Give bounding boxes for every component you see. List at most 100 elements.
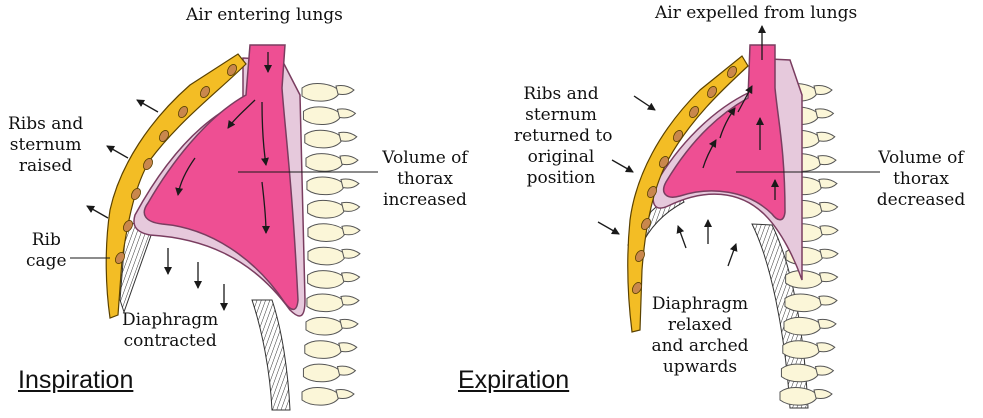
inspiration-air-label: Air entering lungs [186,5,343,25]
label-line: Ribs and [8,114,84,134]
spinous-process [340,201,361,212]
label-line: Diaphragm [651,294,749,314]
spinous-process [341,225,361,236]
rib-holes [632,66,737,294]
label-line: raised [18,156,73,176]
vertebra [307,199,347,219]
vertebra [302,363,343,383]
spinous-process [336,365,357,376]
spinous-process [341,248,361,259]
label-line: position [526,168,596,188]
lung [662,44,786,221]
rib-hole [143,158,153,170]
rib-hole [227,64,237,76]
label-line: sternum [9,135,82,155]
label-line: Rib [31,230,61,250]
spinous-process [335,389,355,399]
label-line: Volume of [878,148,964,168]
spinous-process [814,365,835,376]
spinous-process [817,318,837,329]
label-line: cage [26,251,67,271]
vertebra [304,340,344,359]
rib-hole [115,252,125,264]
rib-hole [727,66,737,78]
airflow-arrows [702,25,779,200]
spinous-process [813,389,833,399]
expiration-volume-label: Volume of thorax decreased [866,148,976,211]
rib-hole [689,106,699,118]
rib-movement-arrows [597,95,656,235]
label-line: decreased [876,190,966,210]
label-line: original [527,147,595,167]
rib-hole [635,250,645,262]
vertebra [306,293,346,313]
vertebra [783,316,823,336]
spinous-process [340,272,361,283]
airflow-arrows [175,52,272,234]
spinous-process [818,178,838,189]
spinous-process [335,85,355,95]
rib-hole [131,188,141,200]
vertebra [307,246,347,266]
expiration-diagram [597,25,880,409]
vertebra [780,363,821,383]
inspiration-title: Inspiration [18,366,134,394]
rib-hole [123,220,133,232]
vertebra [305,153,345,172]
expiration-title: Expiration [458,366,570,394]
rib-hole [641,218,651,230]
label-line: contracted [123,331,217,351]
rib-hole [707,86,717,98]
vertebra [782,340,822,359]
rib-cage [105,53,247,319]
spinous-process [814,108,835,119]
label-line: upwards [662,357,738,377]
spinous-process [816,342,836,353]
label-line: sternum [525,105,597,125]
label-line: Volume of [382,148,468,168]
spinous-process [340,295,360,306]
label-line: thorax [397,169,453,189]
spinous-process [819,248,839,259]
inspiration-diagram [70,44,378,411]
spinous-process [818,272,839,283]
inspiration-ribcage-label: Rib cage [26,230,67,272]
diaphragm-arrows [164,248,228,311]
vertebra [785,270,825,289]
rib-hole [159,130,169,142]
vertebra [307,223,347,242]
spinous-process [339,318,359,329]
vertebra [779,387,819,406]
vertebra [307,270,347,289]
spinous-process [338,131,358,142]
label-line: relaxed [667,315,733,335]
diaphragm-muscle-back [751,223,809,409]
label-line: increased [383,190,467,210]
spinous-process [817,155,837,166]
vertebra [301,83,341,102]
vertebra [302,106,343,126]
inspiration-diaphragm-label: Diaphragm contracted [122,310,218,352]
expiration-air-label: Air expelled from lungs [655,3,858,23]
spinous-process [818,295,838,306]
vertebra [784,293,824,313]
rib-hole [632,282,642,294]
diaphragm-muscle-back [251,299,291,411]
expiration-ribs-label: Ribs and sternum returned to original po… [514,84,613,189]
rib-hole [647,186,657,198]
rib-hole [673,130,683,142]
rib-holes [115,64,237,264]
rib-hole [200,86,210,98]
vertebra [305,316,345,336]
rib-hole [178,106,188,118]
expiration-diaphragm-label: Diaphragm relaxed and arched upwards [642,294,758,378]
vertebral-column [301,83,361,406]
label-line: thorax [893,169,949,189]
label-line: returned to [514,126,613,146]
rib-movement-arrows [86,99,159,219]
label-line: Diaphragm [122,310,219,330]
label-line: and arched [651,336,749,356]
vertebra [301,387,341,406]
rib-hole [659,156,669,168]
